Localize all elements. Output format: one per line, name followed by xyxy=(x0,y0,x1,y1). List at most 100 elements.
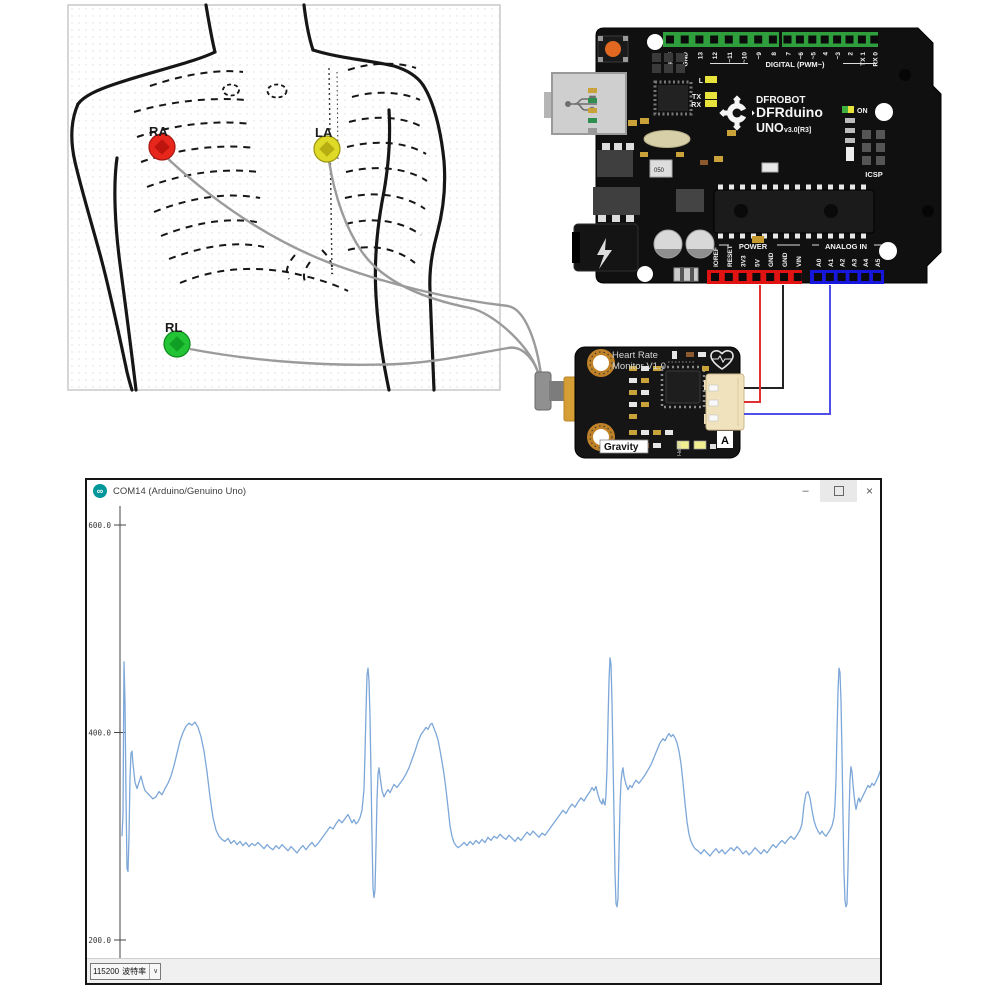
pin-label-3V3: 3V3 xyxy=(741,255,748,267)
analog-caption: ANALOG IN xyxy=(825,242,867,251)
soic-chip xyxy=(676,189,704,212)
header-pin xyxy=(695,35,704,44)
pin-label-GND: GND xyxy=(683,52,690,67)
led-rx xyxy=(705,100,717,107)
window-title: COM14 (Arduino/Genuino Uno) xyxy=(113,486,247,497)
lightning-icon xyxy=(597,238,612,269)
pin-label-GND: GND xyxy=(782,252,789,267)
header-pin xyxy=(680,35,689,44)
brand-line-1: DFROBOT xyxy=(756,95,805,106)
digital-caption: DIGITAL (PWM~) xyxy=(765,60,825,69)
maximize-button[interactable] xyxy=(820,480,857,502)
led-l xyxy=(705,76,717,83)
header-pin xyxy=(766,273,775,281)
icsp-header xyxy=(862,130,885,165)
pin-label-RESET: RESET xyxy=(727,245,734,267)
header-pin xyxy=(849,273,858,281)
header-pin xyxy=(814,273,822,281)
ecg-trace xyxy=(121,657,880,908)
header-pin xyxy=(710,35,719,44)
pin-label-12: 12 xyxy=(712,52,719,60)
brand-version: v3.0[R3] xyxy=(784,127,811,134)
header-pin xyxy=(724,35,733,44)
header-pin xyxy=(754,35,763,44)
header-pin xyxy=(870,35,879,44)
rl-wire xyxy=(189,346,543,382)
sensor-title-2: Monitor V1.0 xyxy=(612,361,666,372)
header-pin xyxy=(711,273,719,281)
minimize-button[interactable]: – xyxy=(802,485,809,497)
led-rx-label: RX xyxy=(691,102,701,109)
pin-label-A2: A2 xyxy=(840,258,847,267)
crystal-oscillator xyxy=(643,130,691,148)
baud-rate-suffix: 波特率 xyxy=(122,967,147,976)
pin-label-13: 13 xyxy=(697,52,704,60)
smd-resistor-label: 050 xyxy=(654,168,665,174)
pin-label-A0: A0 xyxy=(816,258,823,267)
maximize-icon xyxy=(834,486,844,496)
close-button[interactable]: × xyxy=(865,484,873,498)
pin-label-IOREF: IOREF xyxy=(713,247,720,267)
gravity-label: Gravity xyxy=(604,442,639,453)
brand-line-2: DFRduino xyxy=(756,104,823,120)
header-pin xyxy=(724,273,733,281)
status-bar: 115200 波特率 ∨ xyxy=(87,958,880,983)
header-pin xyxy=(793,273,802,281)
header-pin xyxy=(861,273,870,281)
arduino-app-icon: ∞ xyxy=(93,484,107,498)
header-pin xyxy=(752,273,761,281)
header-pin xyxy=(780,273,788,281)
header-pin xyxy=(825,273,834,281)
electrode-label-ra: RA xyxy=(149,124,168,139)
title-bar[interactable]: ∞ COM14 (Arduino/Genuino Uno) – × xyxy=(87,480,880,502)
la-wire xyxy=(327,160,541,378)
header-pin xyxy=(808,35,817,44)
baud-rate-dropdown[interactable]: 115200 波特率 ∨ xyxy=(90,963,162,980)
sensor-connector xyxy=(704,373,745,431)
header-pin xyxy=(795,35,804,44)
y-tick-label: 200.0 xyxy=(88,936,111,945)
wire-blue-a1 xyxy=(744,285,831,415)
header-pin xyxy=(833,35,842,44)
power-caption: POWER xyxy=(739,242,768,251)
electrode-rl: RL xyxy=(163,320,191,358)
mount-hole-icon xyxy=(587,349,615,377)
wiring-diagram: RA LA RL xyxy=(67,3,942,459)
digital-header-2 xyxy=(782,32,878,47)
pin-label-~10: ~10 xyxy=(742,52,749,63)
header-pin xyxy=(837,273,846,281)
pin-label-~5: ~5 xyxy=(810,52,817,60)
on-label: ON xyxy=(857,108,868,115)
heart-icon xyxy=(710,350,734,370)
pin-label-A3: A3 xyxy=(851,258,858,267)
y-tick-label: 400.0 xyxy=(88,729,111,738)
on-led xyxy=(842,106,848,113)
aux-header xyxy=(652,53,685,73)
header-pin xyxy=(666,35,674,44)
pin-label-2: 2 xyxy=(848,52,855,56)
sensor-title-1: Heart Rate xyxy=(612,350,658,361)
pin-label-A5: A5 xyxy=(875,258,882,267)
pin-label-5V: 5V xyxy=(754,258,761,267)
reset-button xyxy=(597,35,629,63)
led-l-label: L xyxy=(699,78,704,85)
ra-wire xyxy=(165,156,543,376)
atmega-chip xyxy=(713,184,875,239)
rib-lines xyxy=(133,62,428,292)
baud-rate-value: 115200 xyxy=(93,967,120,976)
torso-panel xyxy=(67,4,501,391)
pin-label-7: 7 xyxy=(786,52,793,56)
power-jack xyxy=(572,223,639,272)
voltage-regulator-2 xyxy=(593,187,640,215)
arduino-smd-parts xyxy=(588,88,779,243)
smd-resistor xyxy=(649,159,673,178)
header-pin xyxy=(845,35,854,44)
pin-label-~9: ~9 xyxy=(756,52,763,60)
electrode-ra: RA xyxy=(148,124,176,161)
sensor-led xyxy=(693,440,707,450)
sensor-led xyxy=(676,440,690,450)
header-pin xyxy=(738,273,747,281)
